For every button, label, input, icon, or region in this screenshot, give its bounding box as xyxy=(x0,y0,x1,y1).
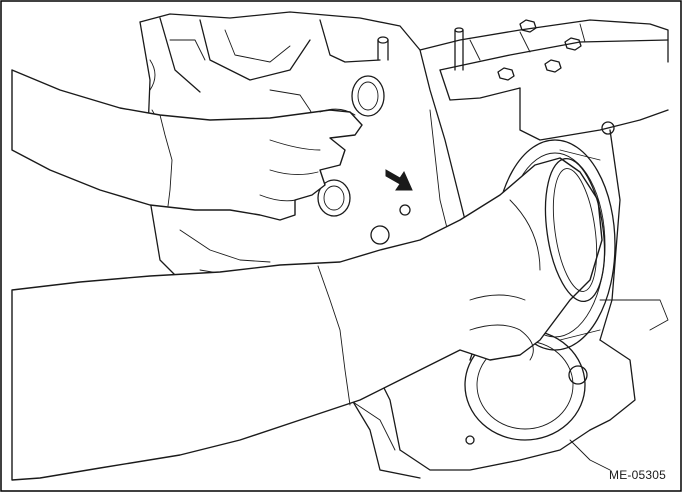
direction-arrow-icon xyxy=(385,169,413,191)
bolt-icon xyxy=(601,121,615,135)
right-hand xyxy=(11,157,603,481)
head-bolts xyxy=(377,19,582,81)
held-seal-ring xyxy=(544,157,606,303)
seal-ring xyxy=(317,75,385,217)
bolt-icon xyxy=(568,365,588,385)
figure-code: ME-05305 xyxy=(609,468,666,482)
left-hand xyxy=(11,69,363,221)
